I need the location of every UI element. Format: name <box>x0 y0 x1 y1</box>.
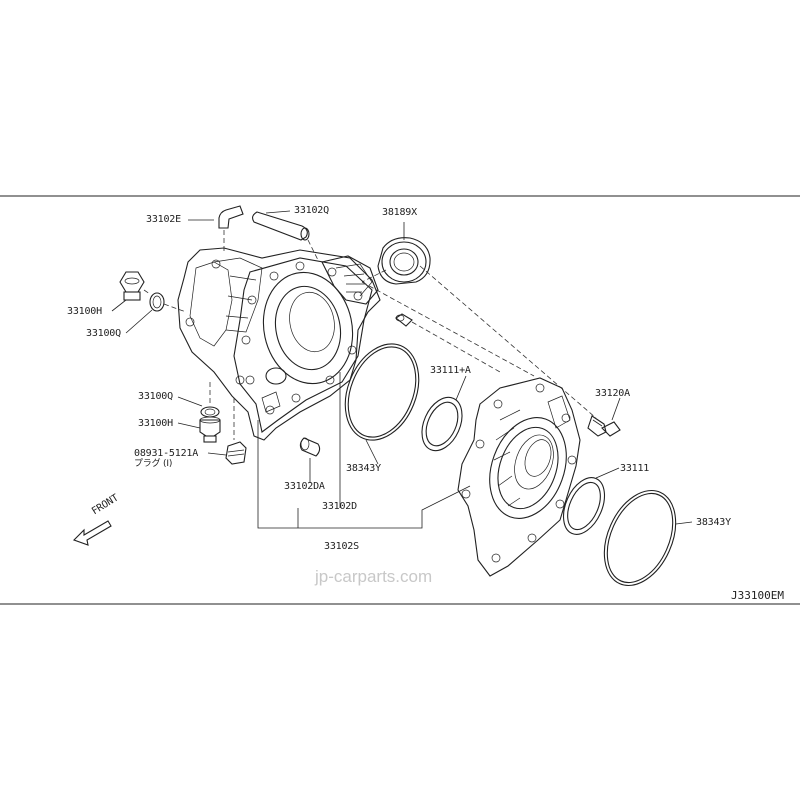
label-33100Q-upper: 33100Q <box>86 328 121 339</box>
label-38189X: 38189X <box>382 207 417 218</box>
label-33120A: 33120A <box>595 388 630 399</box>
label-33102E: 33102E <box>146 214 181 225</box>
label-33102Q: 33102Q <box>294 205 329 216</box>
label-33100H-lower: 33100H <box>138 418 173 429</box>
washer-lower-drawing <box>200 382 220 418</box>
leader-lines <box>111 210 693 529</box>
plug-drawing <box>225 398 247 465</box>
label-33102D: 33102D <box>322 501 357 512</box>
washer-upper-drawing <box>149 292 187 313</box>
assembly-line-1 <box>361 281 535 377</box>
label-33102S: 33102S <box>324 541 359 552</box>
bolt-drawing <box>587 415 621 437</box>
front-arrow-icon <box>72 520 112 546</box>
label-33102DA: 33102DA <box>284 481 325 492</box>
label-plug-japanese: プラグ (I) <box>134 459 173 469</box>
rear-cover-drawing <box>457 377 581 577</box>
hose-elbow-drawing <box>218 205 244 252</box>
label-38343Y-second: 38343Y <box>696 517 731 528</box>
seal-ring-drawing <box>562 477 606 535</box>
transfer-case-housing-drawing <box>177 247 381 441</box>
label-33100Q-lower: 33100Q <box>138 391 173 402</box>
figure-code: J33100EM <box>731 589 784 602</box>
assembly-line-2 <box>419 265 597 419</box>
dowel-pin-small-drawing <box>395 313 501 373</box>
label-33111: 33111 <box>620 463 650 474</box>
dowel-pin-drawing <box>299 437 321 457</box>
label-38343Y-first: 38343Y <box>346 463 381 474</box>
label-33111A: 33111+A <box>430 365 471 376</box>
o-ring-2-drawing <box>603 489 677 587</box>
drain-plug-upper-drawing <box>119 271 151 301</box>
label-08931-5121A: 08931-5121A <box>134 448 199 459</box>
o-ring-1-drawing <box>344 343 420 441</box>
drain-plug-lower-drawing <box>199 416 221 443</box>
watermark: jp-carparts.com <box>315 567 433 586</box>
label-33100H-upper: 33100H <box>67 306 102 317</box>
seal-ring-a-drawing <box>421 396 463 452</box>
oil-seal-drawing <box>361 237 431 285</box>
hose-straight-drawing <box>251 211 319 261</box>
